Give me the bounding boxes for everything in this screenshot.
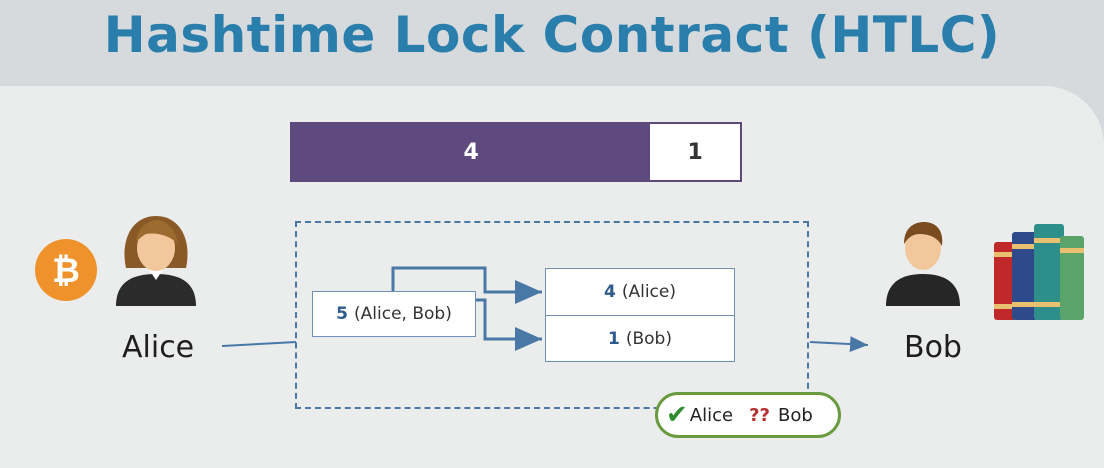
- input-box: 5 (Alice, Bob): [312, 291, 476, 337]
- title-band: Hashtime Lock Contract (HTLC): [0, 0, 1104, 86]
- bob-label: Bob: [904, 330, 962, 365]
- output-owner-bob: (Bob): [625, 328, 672, 349]
- status-first-party: Alice: [689, 404, 734, 426]
- claim-status-badge: ✔ Alice ?? Bob: [655, 392, 841, 438]
- svg-text:₿: ₿: [52, 251, 80, 291]
- output-box-alice: 4 (Alice): [545, 268, 735, 316]
- alice-avatar-icon: [112, 210, 200, 310]
- status-unknown-marks: ??: [749, 404, 770, 426]
- output-amount-bob: 1: [608, 328, 620, 349]
- htlc-contract-box: [295, 221, 809, 409]
- input-owners: (Alice, Bob): [354, 304, 452, 324]
- input-to-bob-output-arrow: [476, 298, 542, 351]
- bob-avatar-icon: [884, 216, 962, 310]
- alice-to-contract-line: [221, 341, 297, 347]
- alice-label: Alice: [122, 330, 195, 365]
- input-to-alice-output-arrow: [391, 266, 542, 304]
- status-second-party: Bob: [777, 404, 813, 426]
- contract-to-bob-arrow: [809, 336, 869, 353]
- output-box-bob: 1 (Bob): [545, 315, 735, 362]
- bitcoin-icon: ₿: [34, 238, 98, 306]
- checkmark-icon: ✔: [666, 400, 688, 430]
- output-amount-alice: 4: [604, 282, 616, 302]
- books-icon: [990, 218, 1090, 330]
- input-amount: 5: [336, 304, 349, 324]
- bar-segment-alice: 4: [292, 124, 651, 180]
- page-title: Hashtime Lock Contract (HTLC): [103, 6, 1001, 64]
- bar-segment-bob: 1: [650, 124, 740, 180]
- balance-bar: 4 1: [290, 122, 742, 182]
- output-owner-alice: (Alice): [621, 282, 676, 302]
